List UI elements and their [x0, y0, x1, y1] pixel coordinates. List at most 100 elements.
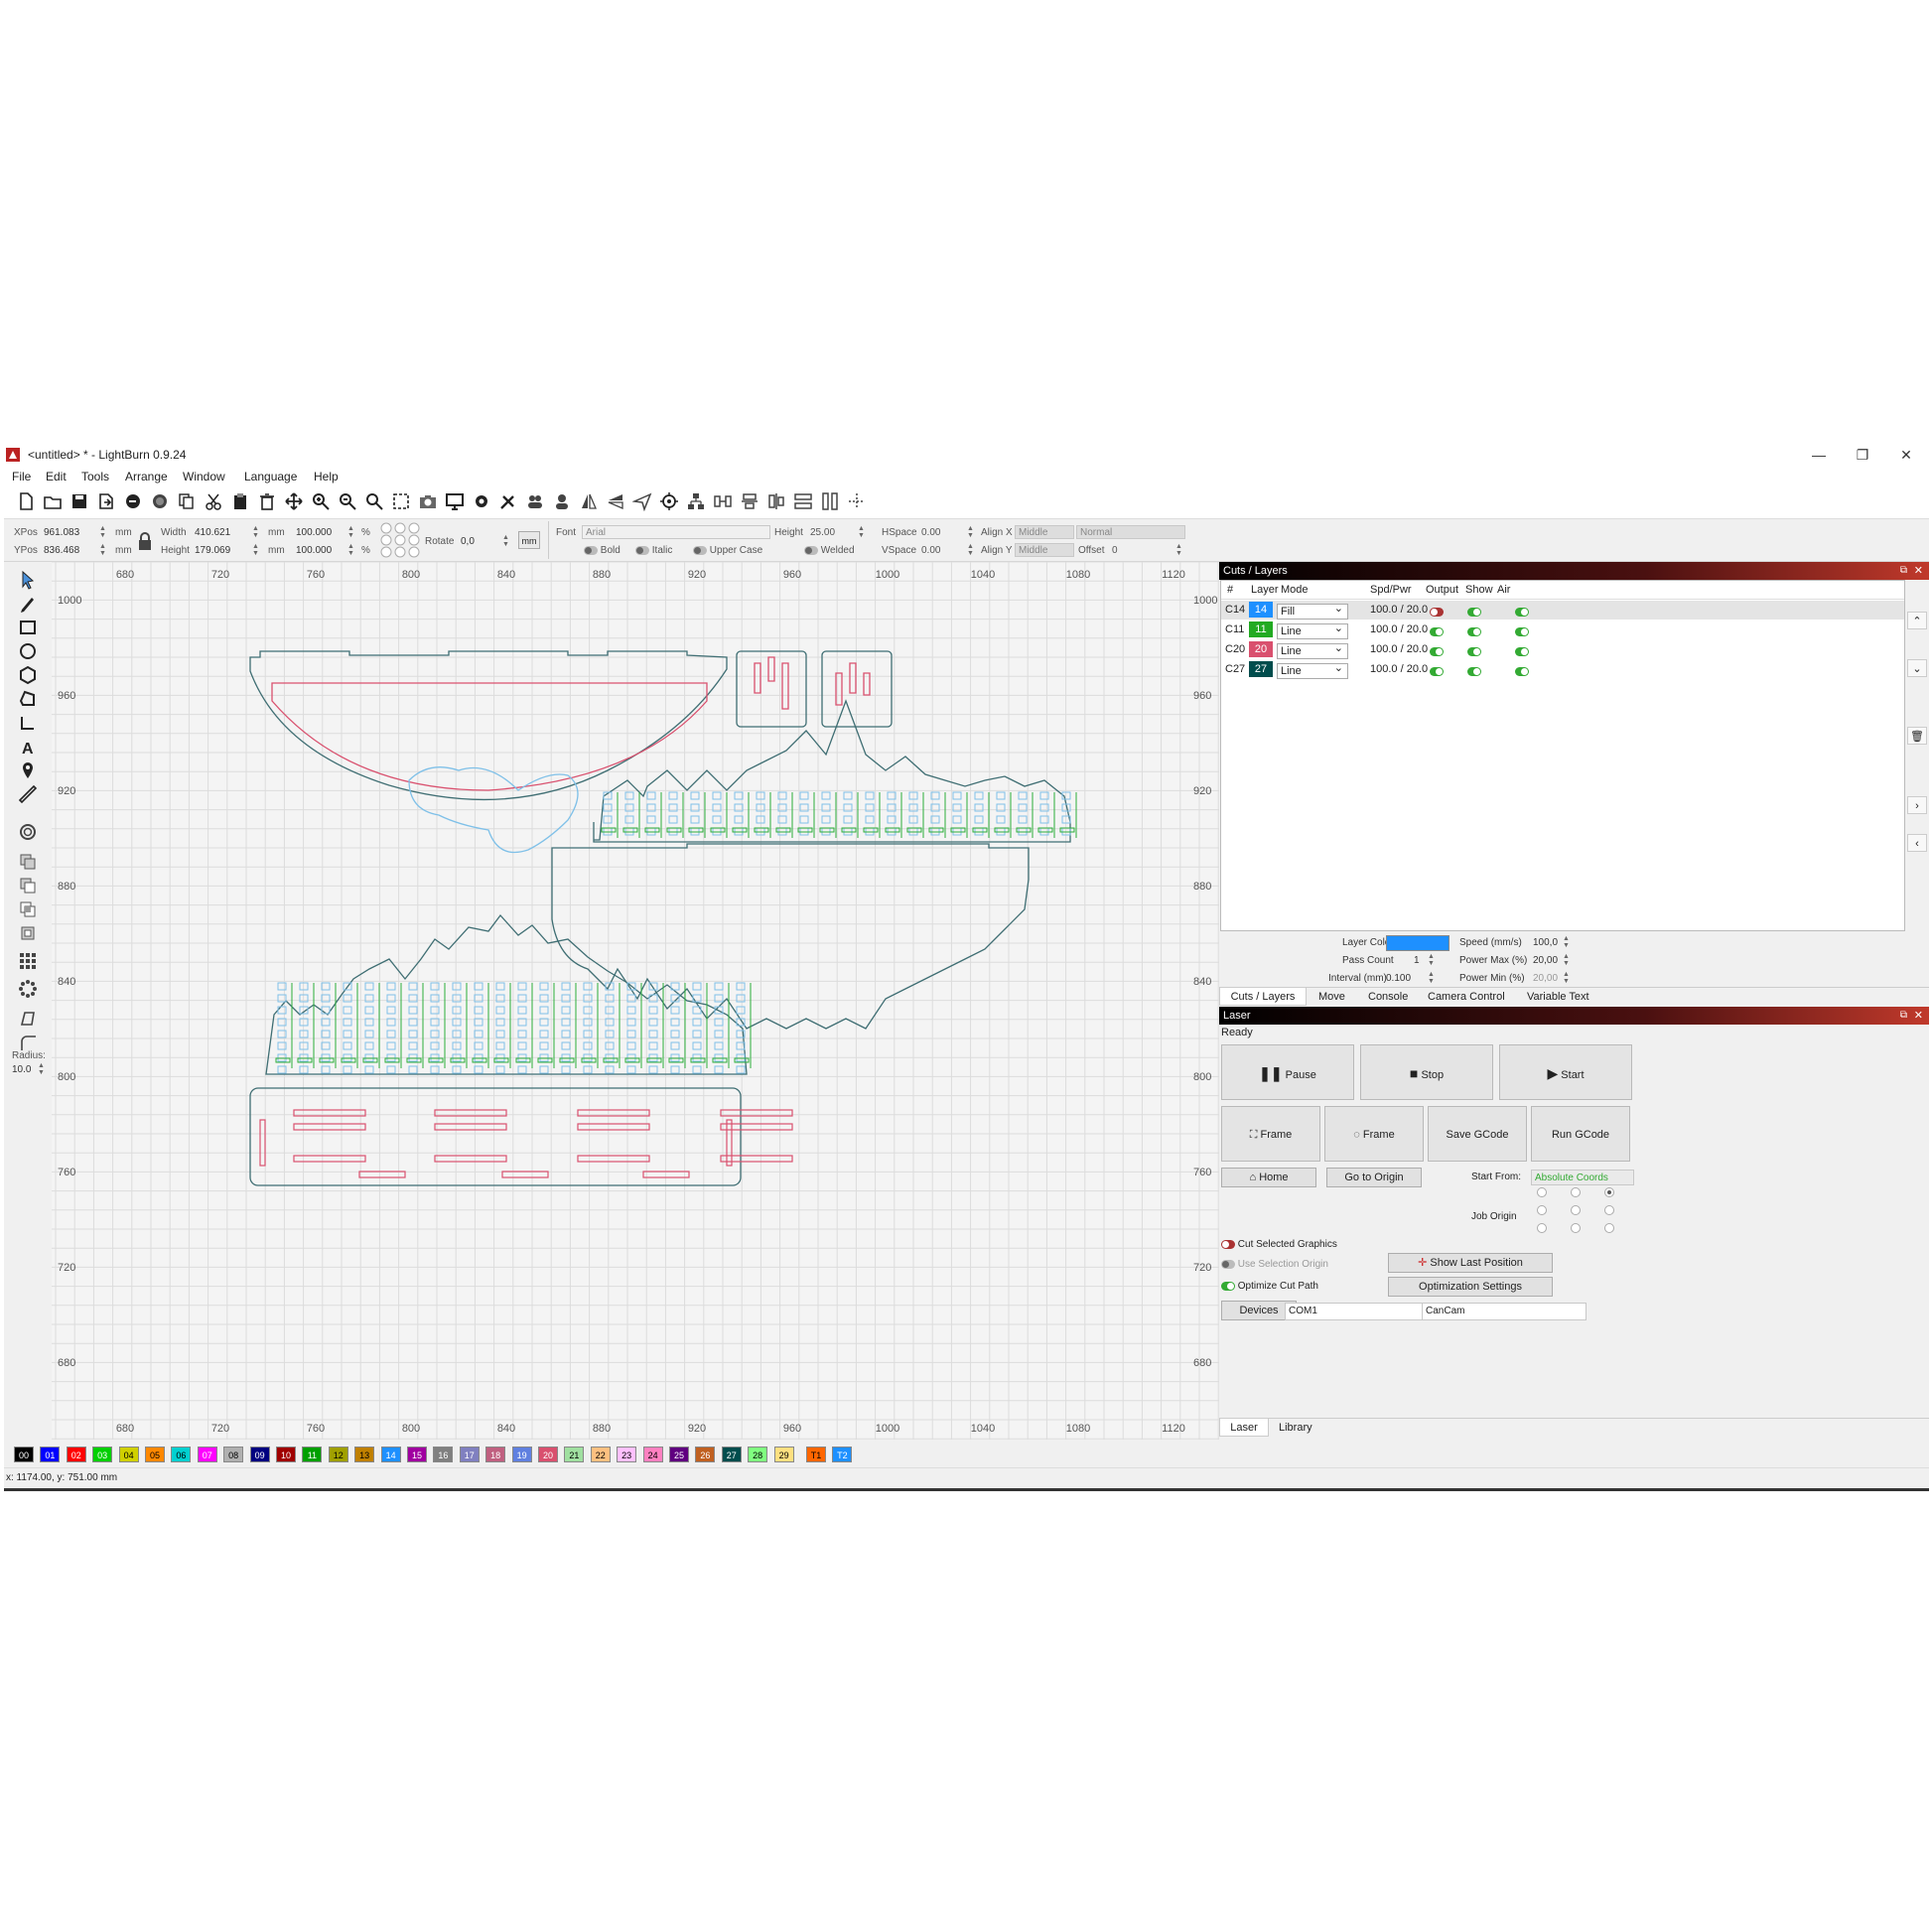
palette-color-18[interactable]: 18	[485, 1447, 506, 1462]
save-icon[interactable]	[69, 491, 89, 511]
layer-mode-dropdown[interactable]: Fill	[1277, 602, 1348, 620]
lock-icon[interactable]	[137, 531, 153, 551]
optimization-settings-button[interactable]: Optimization Settings	[1388, 1277, 1553, 1297]
rotate-field[interactable]: 0,0	[461, 536, 475, 547]
scale-width-spinner[interactable]: ▲▼	[347, 525, 354, 539]
pen-icon[interactable]	[18, 594, 38, 614]
zoom-in-icon[interactable]	[311, 491, 331, 511]
palette-color-28[interactable]: 28	[748, 1447, 768, 1462]
float-laser-panel-icon[interactable]: ⧉	[1899, 1010, 1907, 1021]
boolean-union-icon[interactable]	[18, 852, 38, 872]
palette-color-01[interactable]: 01	[40, 1447, 61, 1462]
bracket-icon[interactable]	[18, 713, 38, 733]
mirror-h-icon[interactable]	[579, 491, 599, 511]
tab-camera-control[interactable]: Camera Control	[1428, 991, 1505, 1003]
height-field[interactable]: 179.069	[195, 545, 231, 556]
select-arrow-icon[interactable]	[18, 570, 38, 590]
uppercase-toggle[interactable]: Upper Case	[693, 545, 762, 556]
font-height-field[interactable]: 25.00	[810, 527, 836, 538]
speed-field[interactable]: 100,0	[1533, 937, 1559, 948]
polyline-icon[interactable]	[18, 689, 38, 709]
send-icon[interactable]	[631, 491, 652, 512]
undo-icon[interactable]	[123, 491, 143, 511]
close-laser-panel-icon[interactable]: ✕	[1913, 1010, 1923, 1022]
camera-icon[interactable]	[418, 491, 438, 511]
ypos-spinner[interactable]: ▲▼	[99, 543, 106, 557]
menu-language[interactable]: Language	[244, 470, 298, 483]
palette-color-21[interactable]: 21	[564, 1447, 585, 1462]
layer-swatch[interactable]: 14	[1249, 602, 1273, 618]
boolean-subtract-icon[interactable]	[18, 876, 38, 896]
close-button[interactable]: ✕	[1900, 447, 1912, 463]
layer-swatch[interactable]: 11	[1249, 621, 1273, 637]
arrange-cols-icon[interactable]	[820, 491, 840, 511]
layer-mode-dropdown[interactable]: Line	[1277, 641, 1348, 659]
scale-height-spinner[interactable]: ▲▼	[347, 543, 354, 557]
move-layer-up-button[interactable]: ⌃	[1907, 612, 1927, 629]
zoom-out-icon[interactable]	[338, 491, 357, 511]
move-layer-down-button[interactable]: ⌄	[1907, 659, 1927, 677]
show-last-position-button[interactable]: ✛ Show Last Position	[1388, 1253, 1553, 1273]
ellipse-icon[interactable]	[18, 641, 38, 661]
tab-library[interactable]: Library	[1279, 1422, 1312, 1434]
palette-color-06[interactable]: 06	[171, 1447, 192, 1462]
hspace-field[interactable]: 0.00	[921, 527, 941, 538]
new-file-icon[interactable]	[16, 491, 36, 511]
layer-row[interactable]: C2020Line100.0 / 20.0	[1221, 640, 1904, 659]
palette-color-04[interactable]: 04	[118, 1447, 139, 1462]
redo-icon[interactable]	[150, 491, 170, 511]
optimize-cut-path-toggle[interactable]: Optimize Cut Path	[1221, 1281, 1318, 1292]
palette-color-14[interactable]: 14	[380, 1447, 401, 1462]
start-button[interactable]: ▶ Start	[1499, 1044, 1632, 1100]
open-folder-icon[interactable]	[43, 491, 63, 511]
palette-color-05[interactable]: 05	[145, 1447, 165, 1462]
palette-color-03[interactable]: 03	[92, 1447, 113, 1462]
delete-layer-icon[interactable]: 🗑	[1907, 727, 1927, 745]
palette-color-15[interactable]: 15	[407, 1447, 427, 1462]
grid-array-icon[interactable]	[18, 951, 38, 971]
palette-color-11[interactable]: 11	[302, 1447, 323, 1462]
scale-height-field[interactable]: 100.000	[296, 545, 333, 556]
boolean-weld-icon[interactable]	[18, 923, 38, 943]
menu-file[interactable]: File	[12, 470, 32, 483]
job-origin-bc-radio[interactable]	[1571, 1223, 1581, 1233]
home-button[interactable]: ⌂ Home	[1221, 1168, 1316, 1187]
pass-count-spinner[interactable]: ▲▼	[1428, 953, 1435, 967]
polygon-icon[interactable]	[18, 665, 38, 685]
run-gcode-button[interactable]: Run GCode	[1531, 1106, 1630, 1162]
select-rect-icon[interactable]	[391, 491, 411, 511]
maximize-button[interactable]: ❐	[1856, 447, 1869, 463]
font-dropdown[interactable]: Arial	[582, 525, 770, 539]
job-origin-tc-radio[interactable]	[1571, 1187, 1581, 1197]
position-pin-icon[interactable]	[18, 760, 38, 780]
palette-color-00[interactable]: 00	[14, 1447, 34, 1462]
palette-color-25[interactable]: 25	[669, 1447, 689, 1462]
job-origin-bl-radio[interactable]	[1537, 1223, 1547, 1233]
hspace-spinner[interactable]: ▲▼	[967, 525, 974, 539]
frame-circle-button[interactable]: ◌ Frame	[1324, 1106, 1424, 1162]
palette-color-29[interactable]: 29	[773, 1447, 794, 1462]
interval-spinner[interactable]: ▲▼	[1428, 971, 1435, 985]
monitor-icon[interactable]	[445, 491, 465, 511]
go-to-origin-button[interactable]: Go to Origin	[1326, 1168, 1422, 1187]
align-x-dropdown[interactable]: Middle	[1015, 525, 1074, 539]
delete-icon[interactable]	[257, 491, 277, 511]
boolean-intersect-icon[interactable]	[18, 899, 38, 919]
rectangle-icon[interactable]	[18, 618, 38, 637]
xpos-field[interactable]: 961.083	[44, 527, 80, 538]
units-toggle-button[interactable]: mm	[518, 531, 540, 549]
scale-width-field[interactable]: 100.000	[296, 527, 333, 538]
welded-toggle[interactable]: Welded	[804, 545, 855, 556]
power-max-field[interactable]: 20,00	[1533, 955, 1559, 966]
device-dropdown[interactable]: CanCam	[1422, 1303, 1587, 1320]
user-icon[interactable]	[552, 491, 572, 511]
circular-array-icon[interactable]	[18, 979, 38, 999]
job-origin-br-radio[interactable]	[1604, 1223, 1614, 1233]
align-h-icon[interactable]	[740, 491, 759, 511]
job-origin-mr-radio[interactable]	[1604, 1205, 1614, 1215]
pass-count-field[interactable]: 1	[1414, 955, 1420, 966]
layer-row[interactable]: C2727Line100.0 / 20.0	[1221, 660, 1904, 679]
tab-cuts-layers[interactable]: Cuts / Layers	[1219, 988, 1307, 1006]
palette-color-08[interactable]: 08	[223, 1447, 244, 1462]
copy-icon[interactable]	[177, 491, 197, 511]
